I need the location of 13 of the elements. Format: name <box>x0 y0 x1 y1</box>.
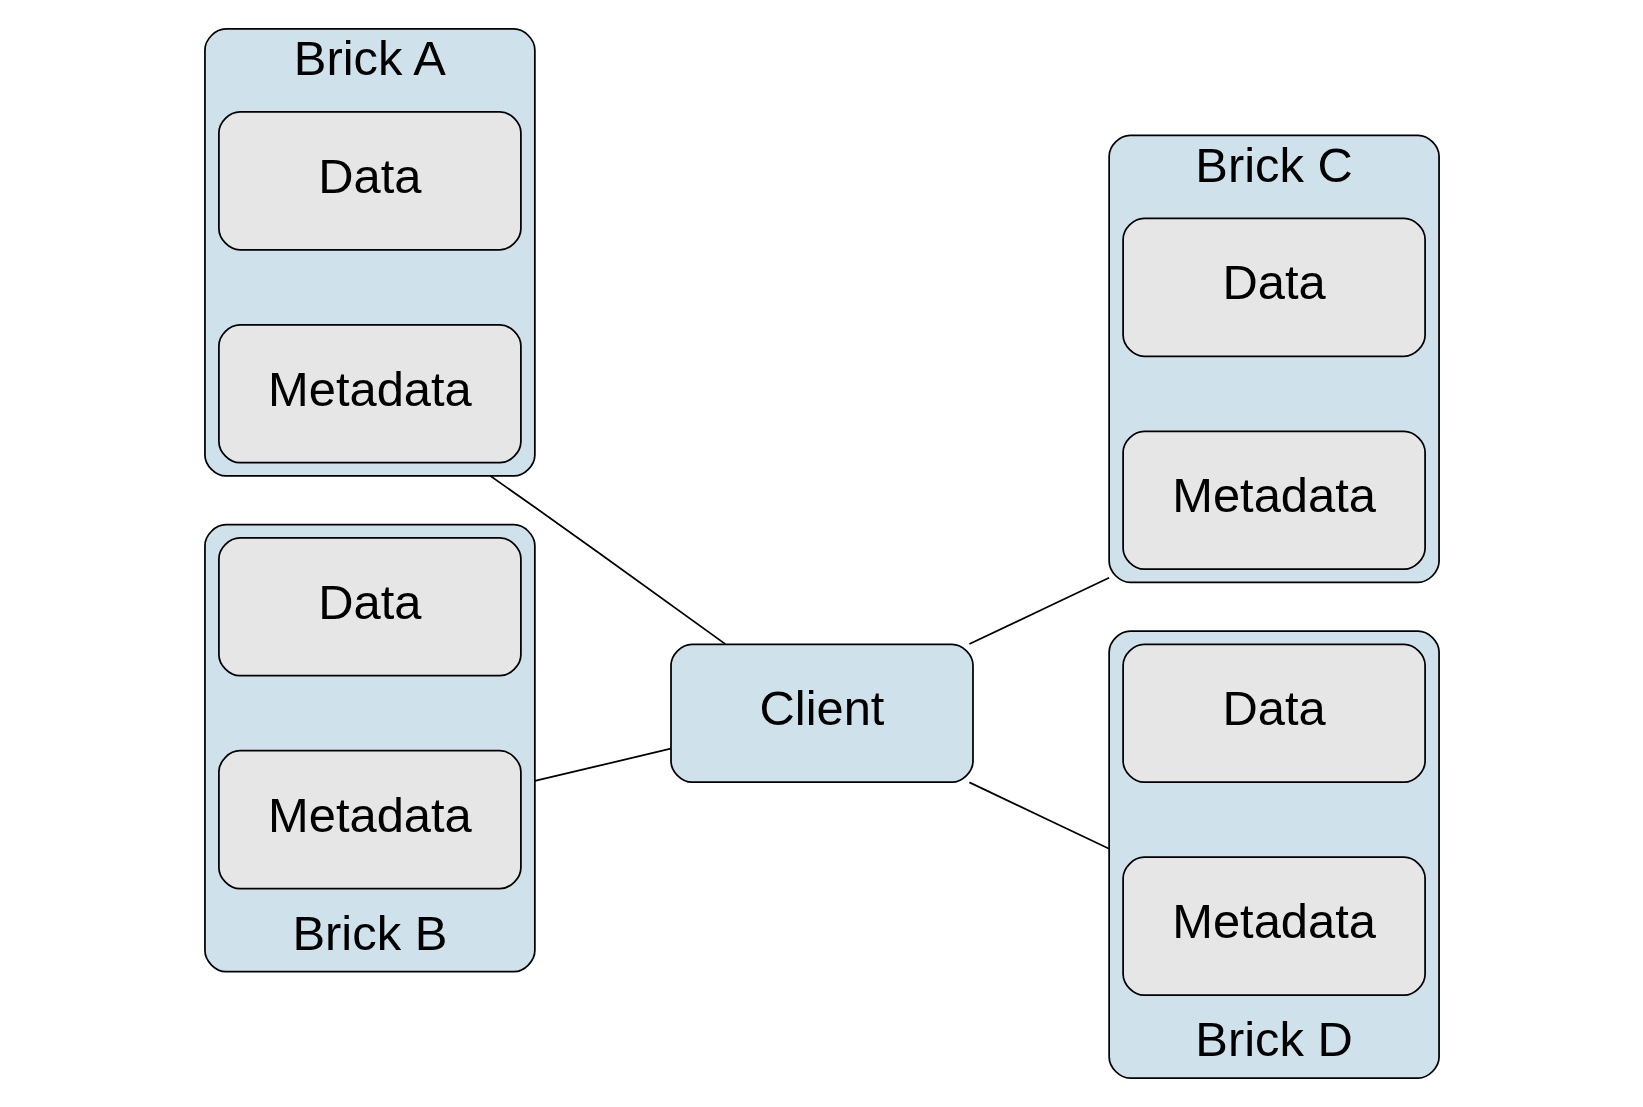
node-box: Data <box>1121 643 1426 784</box>
node-box: Metadata <box>1121 430 1426 571</box>
connector <box>533 747 672 782</box>
node-box: Metadata <box>1121 856 1426 996</box>
connector <box>488 474 726 646</box>
connector <box>968 576 1110 645</box>
node-box: Data <box>1121 217 1426 358</box>
node-box: Metadata <box>217 323 522 464</box>
node-box: Metadata <box>217 749 522 890</box>
node-box: Data <box>217 111 522 251</box>
connector <box>968 781 1110 850</box>
node-box: Data <box>217 536 522 677</box>
node-box: Client <box>669 643 974 784</box>
